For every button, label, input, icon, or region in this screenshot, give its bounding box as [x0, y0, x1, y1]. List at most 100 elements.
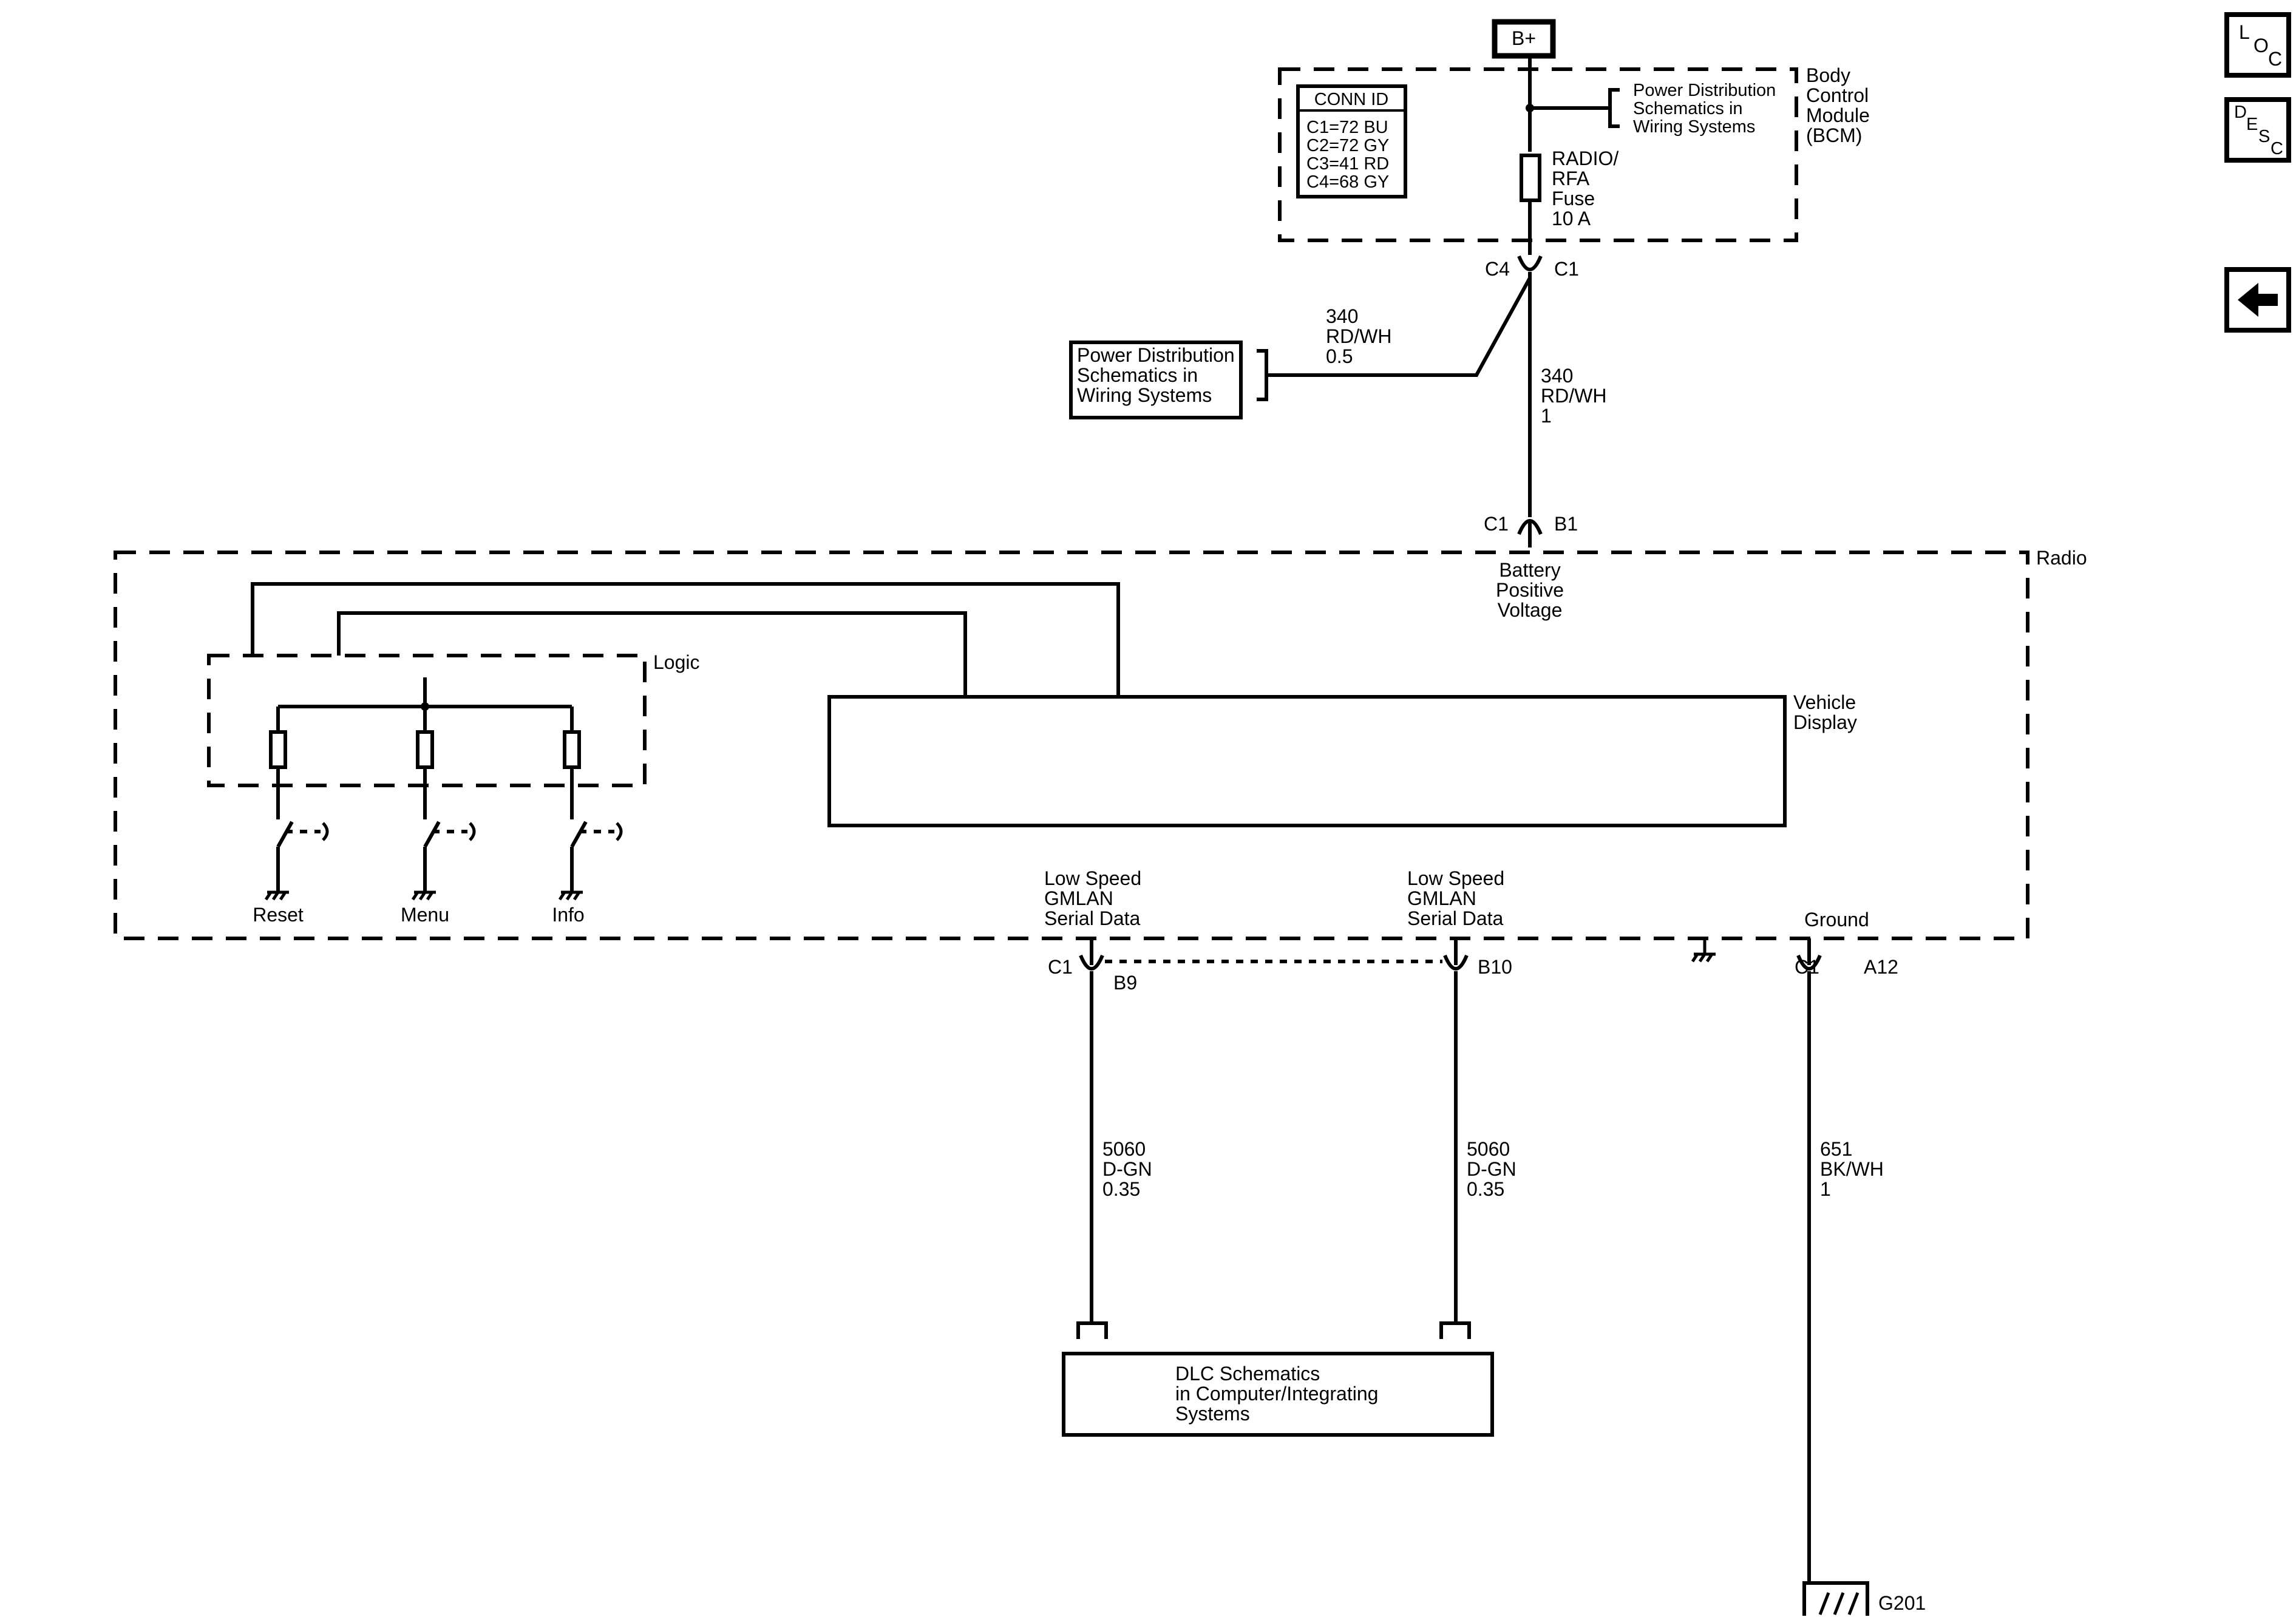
svg-text:D-GN: D-GN [1467, 1158, 1517, 1180]
svg-text:Body: Body [1806, 64, 1850, 86]
dlc-schematics-ref-box[interactable]: DLC Schematics in Computer/Integrating S… [1062, 1352, 1494, 1437]
radio-title: Radio [2036, 547, 2087, 569]
svg-text:Battery: Battery [1499, 559, 1560, 581]
gmlan-b9-conn-b9: B9 [1113, 972, 1137, 994]
info-switch-contact [570, 821, 588, 848]
ground-connector-symbol [1796, 954, 1822, 971]
svg-text:1: 1 [1541, 405, 1552, 427]
power-distribution-ref-box[interactable]: Power Distribution Schematics in Wiring … [1069, 341, 1243, 419]
loc-button-o: O [2254, 35, 2269, 56]
power-ref-branch-wire [1266, 277, 1532, 377]
svg-text:Fuse: Fuse [1552, 188, 1595, 209]
menu-switch-label: Menu [401, 904, 449, 926]
svg-text:D-GN: D-GN [1102, 1158, 1152, 1180]
svg-text:Positive: Positive [1496, 579, 1564, 601]
svg-text:RFA: RFA [1552, 168, 1590, 189]
svg-text:Systems: Systems [1175, 1403, 1250, 1425]
bcm-module-boundary [1278, 67, 1798, 242]
radio-fuse-symbol [1520, 154, 1541, 202]
svg-text:DLC Schematics: DLC Schematics [1175, 1363, 1320, 1385]
loc-button[interactable]: L O C [2224, 12, 2291, 78]
dlc-bracket-right [1439, 1321, 1471, 1339]
svg-text:Serial Data: Serial Data [1407, 907, 1504, 929]
bcm-title: Body Control Module (BCM) [1806, 64, 1870, 146]
bcm-connector-c1: C1 [1554, 258, 1579, 280]
battery-positive-source: B+ [1492, 19, 1556, 59]
power-source-label: B+ [1512, 27, 1536, 49]
conn-id-c3: C3=41 RD [1306, 154, 1389, 174]
svg-text:5060: 5060 [1467, 1138, 1510, 1160]
radio-module-boundary [114, 551, 2029, 940]
svg-text:BK/WH: BK/WH [1820, 1158, 1884, 1180]
svg-text:Control: Control [1806, 84, 1869, 106]
svg-text:RD/WH: RD/WH [1326, 325, 1391, 347]
logic-display-wire-inner [337, 611, 967, 697]
bcm-ref-bracket [1608, 88, 1620, 128]
svg-text:Module: Module [1806, 104, 1870, 126]
g201-ground-icon [1802, 1581, 1869, 1616]
ground-conn-c1: C1 [1795, 956, 1819, 978]
desc-button-c: C [2271, 139, 2283, 158]
svg-text:Power Distribution: Power Distribution [1077, 344, 1235, 366]
power-ref-bracket [1257, 349, 1268, 401]
loc-button-c: C [2268, 48, 2282, 70]
svg-text:RD/WH: RD/WH [1541, 385, 1606, 407]
reset-resistor-symbol [269, 730, 287, 769]
svg-text:1: 1 [1820, 1178, 1831, 1200]
svg-text:Display: Display [1793, 711, 1857, 733]
ground-conn-a12: A12 [1864, 956, 1898, 978]
svg-text:GMLAN: GMLAN [1407, 887, 1476, 909]
gmlan-b10-conn-b10: B10 [1478, 956, 1512, 978]
svg-text:Wiring Systems: Wiring Systems [1077, 384, 1212, 406]
conn-id-c1: C1=72 BU [1306, 118, 1388, 137]
reset-switch-contact [276, 821, 294, 848]
radio-fuse-label: RADIO/ RFA Fuse 10 A [1552, 147, 1618, 229]
svg-text:340: 340 [1541, 365, 1573, 387]
info-resistor-symbol [563, 730, 581, 769]
ground-wire-label: 651 BK/WH 1 [1820, 1138, 1884, 1200]
svg-text:Low Speed: Low Speed [1044, 867, 1141, 889]
gmlan-wire-b9-label: 5060 D-GN 0.35 [1102, 1138, 1152, 1200]
battery-positive-voltage-label: Battery Positive Voltage [1496, 559, 1564, 621]
bcm-connector-c4: C4 [1485, 258, 1510, 280]
info-switch [558, 707, 623, 901]
info-switch-label: Info [552, 904, 584, 926]
conn-id-c2: C2=72 GY [1306, 136, 1389, 155]
radio-power-wire-label: 340 RD/WH 1 [1541, 365, 1606, 427]
svg-text:0.35: 0.35 [1102, 1178, 1140, 1200]
logic-display-wire-outer [251, 582, 1120, 697]
gmlan-b9-connector-symbol [1079, 954, 1104, 971]
conn-id-title: CONN ID [1314, 90, 1388, 109]
svg-text:GMLAN: GMLAN [1044, 887, 1113, 909]
svg-text:Voltage: Voltage [1498, 599, 1563, 621]
conn-id-c4: C4=68 GY [1306, 172, 1389, 192]
svg-text:Serial Data: Serial Data [1044, 907, 1141, 929]
reset-switch [264, 707, 329, 901]
ground-point-label: G201 [1878, 1592, 1926, 1614]
gmlan-b9-conn-c1: C1 [1048, 956, 1073, 978]
svg-text:Schematics in: Schematics in [1077, 364, 1198, 386]
vehicle-display-box [827, 695, 1787, 827]
gmlan-label-b9: Low Speed GMLAN Serial Data [1044, 867, 1141, 929]
svg-text:651: 651 [1820, 1138, 1852, 1160]
reset-switch-label: Reset [253, 904, 304, 926]
gmlan-b10-connector-symbol [1443, 954, 1469, 971]
svg-text:Wiring Systems: Wiring Systems [1633, 117, 1755, 137]
dlc-bracket-left [1076, 1321, 1108, 1339]
back-button[interactable] [2224, 267, 2291, 333]
menu-resistor-symbol [416, 730, 434, 769]
radio-power-connector-c1: C1 [1484, 513, 1509, 535]
svg-text:340: 340 [1326, 305, 1358, 327]
svg-text:Power Distribution: Power Distribution [1633, 81, 1776, 100]
menu-switch [411, 707, 476, 901]
bcm-power-distribution-ref[interactable]: Power Distribution Schematics in Wiring … [1633, 81, 1776, 137]
ground-pin-label: Ground [1804, 909, 1869, 931]
svg-text:Vehicle: Vehicle [1793, 691, 1856, 713]
desc-button-s: S [2258, 127, 2270, 146]
svg-text:in Computer/Integrating: in Computer/Integrating [1175, 1383, 1378, 1405]
svg-text:5060: 5060 [1102, 1138, 1146, 1160]
svg-text:RADIO/: RADIO/ [1552, 147, 1618, 169]
desc-button[interactable]: D E S C [2224, 97, 2291, 163]
gmlan-label-b10: Low Speed GMLAN Serial Data [1407, 867, 1504, 929]
